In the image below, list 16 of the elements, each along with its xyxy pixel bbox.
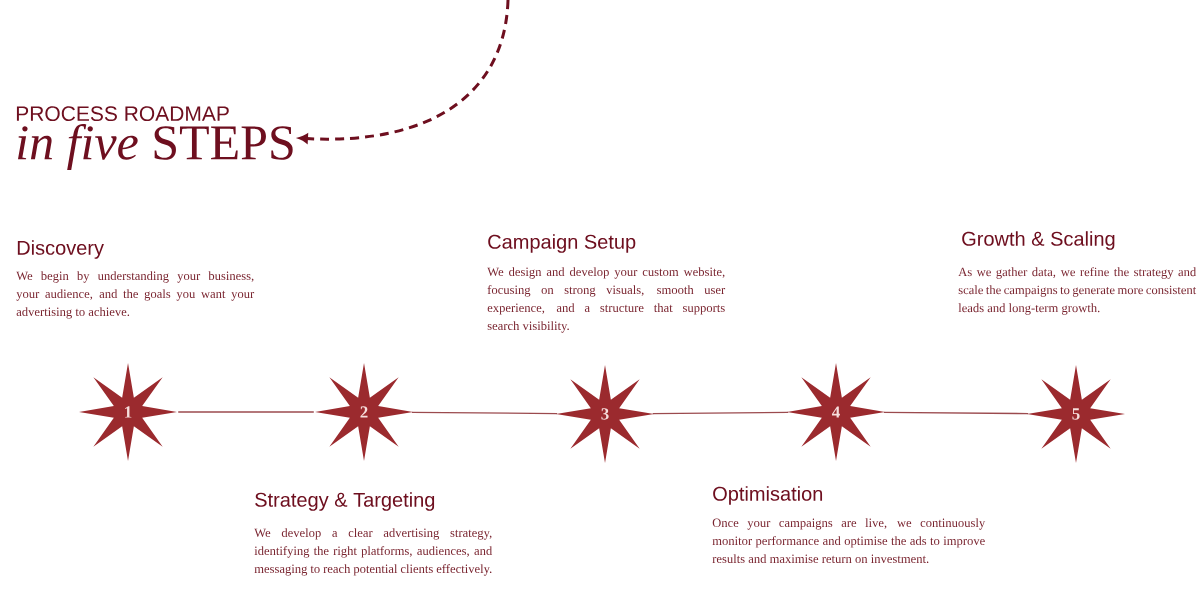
title: PROCESS ROADMAP in five STEPS — [16, 106, 293, 170]
step-heading: Optimisation — [713, 486, 823, 505]
step-description: Once your campaigns are live, we continuously monitor performance and optimise the ads to improve results and maximise return on investment. — [712, 518, 986, 564]
connector-line — [652, 411, 789, 415]
dashed-arrow — [298, 0, 510, 144]
step-description: We develop a clear advertising strategy, identifying the right platforms, audiences, and messaging to reach potential clients effectively. — [254, 528, 493, 576]
connector-line — [411, 411, 558, 415]
step-heading: Campaign Setup — [488, 234, 636, 253]
step-heading: Strategy & Targeting — [255, 492, 435, 511]
connector-line — [883, 411, 1029, 415]
connector-line — [177, 411, 315, 413]
step-description: We design and develop your custom website, focusing on strong visuals, smooth user experience, and a structure that supports search visibility. — [487, 267, 726, 333]
step-heading: Discovery — [17, 240, 104, 259]
step-description: As we gather data, we refine the strategy and scale the campaigns to generate more consistent leads and long-term growth. — [958, 267, 1197, 315]
step-description: We begin by understanding your business, your audience, and the goals you want your advertising to achieve. — [16, 271, 255, 319]
step-heading: Growth & Scaling — [962, 231, 1115, 250]
